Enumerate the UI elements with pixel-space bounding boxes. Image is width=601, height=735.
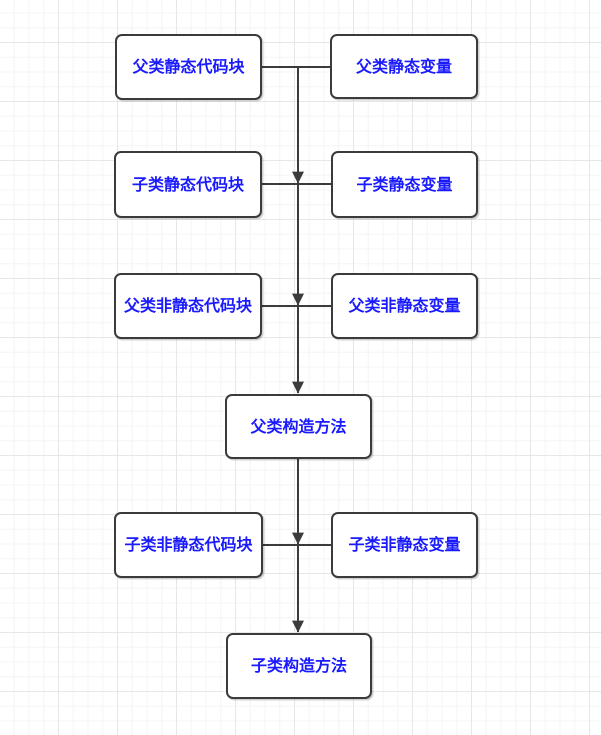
node-label: 父类非静态代码块 — [123, 296, 252, 316]
node-child-static-block[interactable]: 子类静态代码块 — [114, 151, 262, 218]
node-label: 子类构造方法 — [250, 656, 347, 676]
node-parent-instance-var[interactable]: 父类非静态变量 — [331, 273, 478, 339]
node-label: 子类非静态代码块 — [124, 535, 253, 555]
node-label: 父类静态变量 — [355, 56, 452, 76]
node-parent-instance-block[interactable]: 父类非静态代码块 — [114, 273, 262, 339]
node-label: 父类构造方法 — [250, 416, 347, 436]
node-label: 父类静态代码块 — [132, 57, 245, 77]
node-child-instance-block[interactable]: 子类非静态代码块 — [114, 512, 263, 578]
node-label: 子类静态代码块 — [131, 174, 244, 194]
node-label: 父类非静态变量 — [348, 296, 461, 316]
node-parent-static-block[interactable]: 父类静态代码块 — [115, 34, 262, 100]
node-child-constructor[interactable]: 子类构造方法 — [226, 633, 372, 699]
node-child-instance-var[interactable]: 子类非静态变量 — [331, 512, 478, 578]
node-child-static-var[interactable]: 子类静态变量 — [331, 151, 478, 218]
node-label: 子类静态变量 — [356, 174, 453, 194]
node-parent-static-var[interactable]: 父类静态变量 — [330, 34, 478, 99]
node-label: 子类非静态变量 — [348, 535, 461, 555]
node-parent-constructor[interactable]: 父类构造方法 — [225, 394, 372, 459]
